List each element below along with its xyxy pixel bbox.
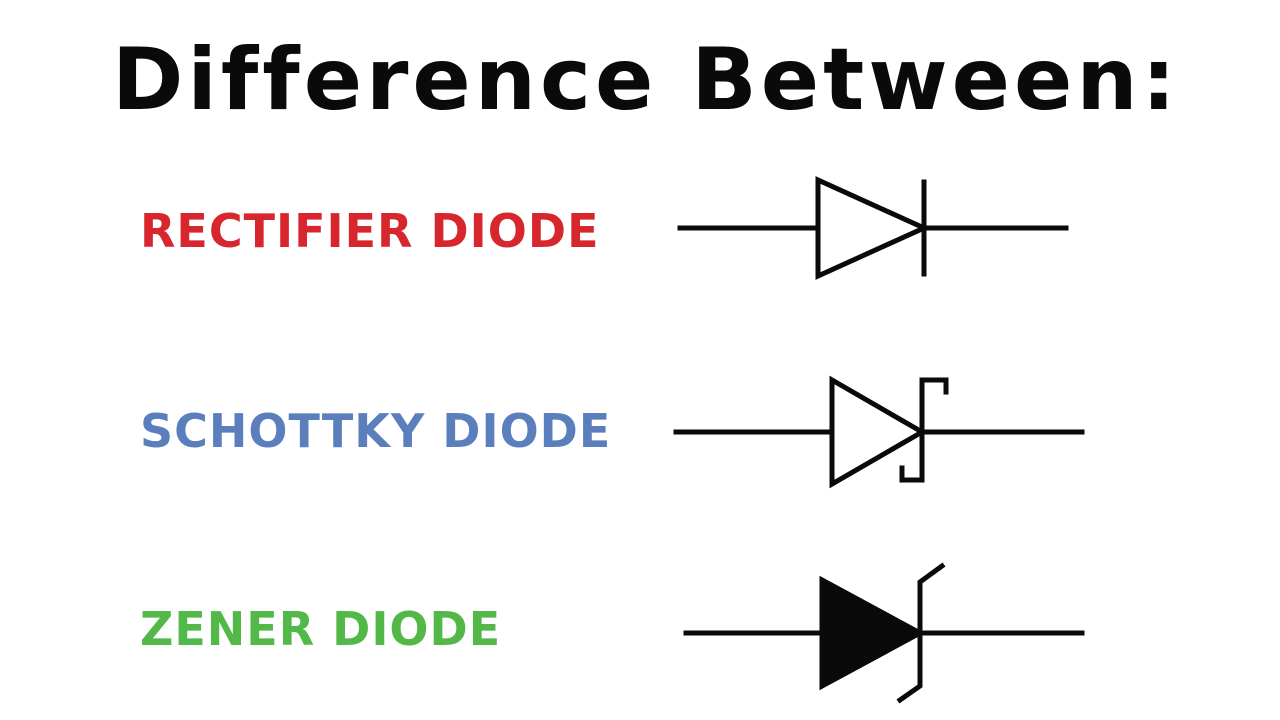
zener-triangle xyxy=(819,575,926,691)
page-title: Difference Between: xyxy=(112,30,1180,130)
zener-diode-label: ZENER DIODE xyxy=(140,602,502,656)
zener-diode-symbol xyxy=(683,562,1085,704)
schottky-diode-symbol xyxy=(673,375,1085,489)
rectifier-triangle xyxy=(815,176,931,280)
rectifier-diode-label: RECTIFIER DIODE xyxy=(140,204,600,258)
rectifier-diode-symbol xyxy=(677,176,1069,280)
schottky-diode-label: SCHOTTKY DIODE xyxy=(140,404,612,458)
zener-cathode-bar xyxy=(896,562,946,704)
schottky-triangle xyxy=(829,375,927,489)
schottky-cathode-bar xyxy=(899,377,949,483)
